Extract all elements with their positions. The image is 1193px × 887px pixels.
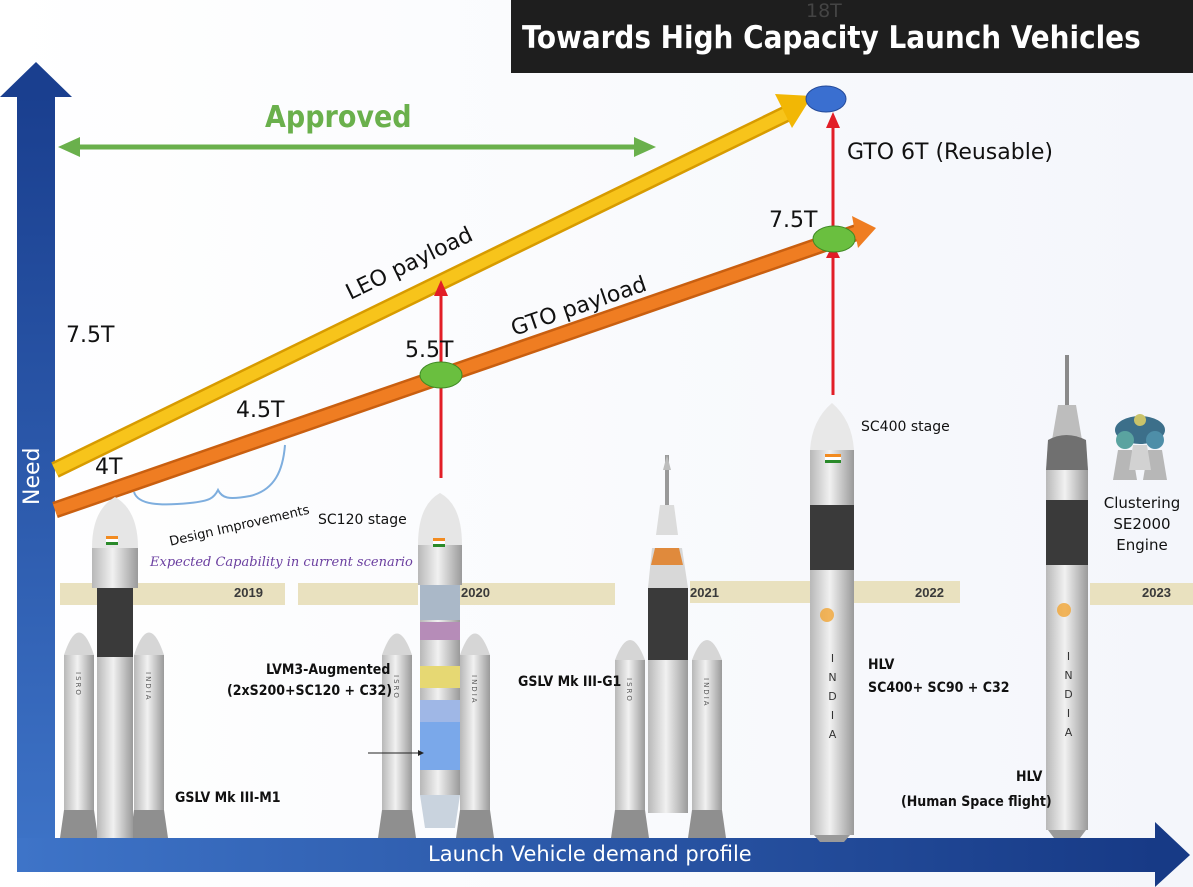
engine-label-line1: Clustering	[1103, 494, 1181, 512]
milestone-2022	[812, 225, 856, 253]
approved-label: Approved	[265, 100, 412, 135]
vehicle-gslv-g1: GSLV Mk III-G1	[518, 674, 622, 690]
leo-2019-capacity: 7.5T	[66, 323, 115, 348]
timeline-year-2022: 2022	[915, 585, 944, 600]
engine-label-line2: SE2000	[1113, 515, 1171, 533]
rocket3-isro-text: ISRO	[625, 678, 633, 703]
approved-arrow	[58, 137, 656, 157]
vehicle-hlv-line2: SC400+ SC90 + C32	[868, 680, 1010, 696]
vehicle-lvm3-line1: LVM3-Augmented	[266, 662, 391, 678]
rocket3-india-text: INDIA	[702, 678, 710, 708]
rocket1-india-text: INDIA	[144, 672, 152, 702]
vehicle-hlv-hsf-line2: (Human Space flight)	[901, 794, 1052, 810]
engine-label: Clustering SE2000 Engine	[1100, 493, 1184, 556]
milestone-top	[805, 85, 847, 113]
rocket1-isro-text: ISRO	[74, 672, 82, 697]
page-title: Towards High Capacity Launch Vehicles	[522, 20, 1141, 56]
rocket-gslv-g1	[611, 455, 726, 838]
need-axis-arrow	[0, 62, 72, 870]
gto-2022-capacity: 7.5T	[769, 208, 818, 233]
vehicle-gslv-m1: GSLV Mk III-M1	[175, 790, 281, 806]
engine-cluster-image	[1113, 414, 1167, 480]
gto-reusable-label: GTO 6T (Reusable)	[847, 140, 1053, 165]
demand-axis-arrow	[17, 822, 1190, 887]
timeline-year-2021: 2021	[690, 585, 719, 600]
timeline-year-2023: 2023	[1142, 585, 1171, 600]
expected-capability-label: Expected Capability in current scenario	[150, 555, 413, 570]
rocket2-isro-text: ISRO	[392, 675, 400, 700]
gto-improved-capacity: 4.5T	[236, 398, 285, 423]
leo-payload-arrow	[51, 94, 812, 478]
rocket-hlv-hsf	[1046, 355, 1088, 838]
demand-axis-label: Launch Vehicle demand profile	[428, 842, 752, 866]
sc400-stage-label: SC400 stage	[861, 419, 950, 435]
vehicle-hlv-hsf-line1: HLV	[1016, 769, 1043, 785]
timeline-year-2019: 2019	[234, 585, 263, 600]
leo-top-label: 18T	[806, 0, 842, 22]
vehicle-lvm3-line2: (2xS200+SC120 + C32)	[227, 683, 393, 699]
gto-2019-capacity: 4T	[95, 455, 123, 480]
design-improvements-brace	[133, 444, 286, 506]
milestone-2020	[419, 361, 463, 389]
rocket-hlv	[810, 403, 854, 842]
need-axis-label: Need	[20, 447, 45, 506]
engine-label-line3: Engine	[1116, 536, 1168, 554]
sc120-stage-label: SC120 stage	[318, 512, 407, 528]
gto-2020-capacity: 5.5T	[405, 338, 454, 363]
title-bar	[511, 0, 1193, 73]
rocket-lvm3-augmented	[368, 493, 494, 838]
rocket-gslv-m1	[60, 497, 168, 838]
rocket4-india-text: INDIA	[826, 652, 839, 747]
red-arrow-2022	[826, 112, 840, 395]
timeline-year-2020: 2020	[461, 585, 490, 600]
rocket2-india-text: INDIA	[470, 675, 478, 705]
rocket5-india-text: INDIA	[1062, 650, 1075, 745]
vehicle-hlv-line1: HLV	[868, 657, 895, 673]
